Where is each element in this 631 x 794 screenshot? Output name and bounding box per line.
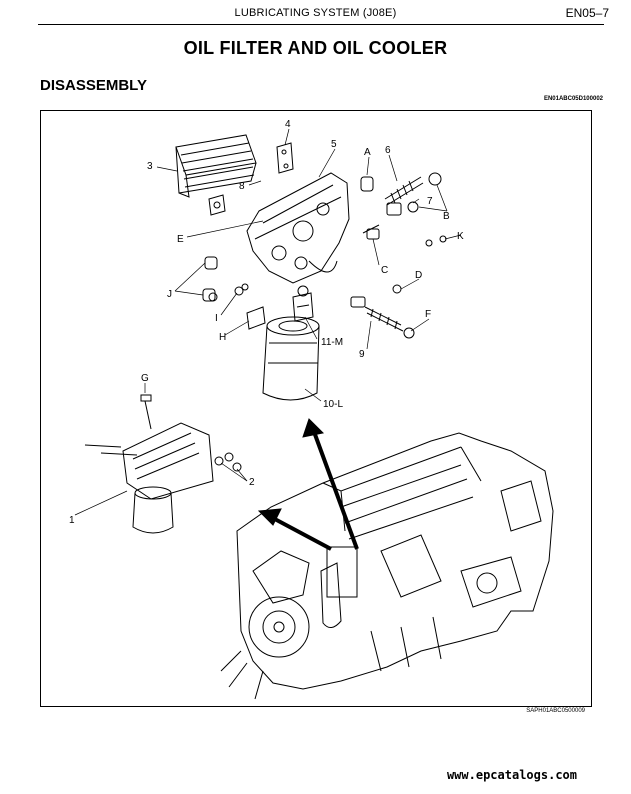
direction-arrows: [257, 418, 359, 551]
callout-9: 9: [359, 349, 365, 360]
relief-valve-parts: [350, 172, 447, 339]
oil-cooler-case: [246, 172, 350, 284]
callout-2: 2: [249, 477, 255, 488]
callout-3: 3: [147, 161, 153, 172]
callout-8: 8: [239, 181, 245, 192]
engine-assembly-illustration: [220, 432, 554, 700]
callout-k: K: [457, 231, 464, 242]
callout-a: A: [364, 147, 371, 158]
bypass-valve: [292, 285, 314, 322]
document-code: EN01ABC05D100002: [543, 96, 603, 102]
callout-c: C: [381, 265, 388, 276]
callout-f: F: [425, 309, 431, 320]
header-page-number: EN05–7: [565, 6, 609, 20]
cooler-gasket: [208, 194, 226, 216]
figure-code: SAPH01ABC0500009: [526, 708, 585, 714]
callout-1: 1: [69, 515, 75, 526]
oil-filter-element: [262, 316, 320, 401]
callout-j: J: [167, 289, 172, 300]
callout-4: 4: [285, 119, 291, 130]
page-title: OIL FILTER AND OIL COOLER: [183, 38, 448, 58]
section-heading: DISASSEMBLY: [40, 77, 147, 94]
oil-filter-assembly: [84, 394, 242, 534]
footer-watermark-url: www.epcatalogs.com: [446, 768, 577, 782]
figure-frame: 3 4 5 A 6 8 7 B E K C D J F I H 11-M 9 1…: [40, 110, 592, 707]
callout-10l: 10-L: [323, 399, 343, 410]
callout-i: I: [215, 313, 218, 324]
plugs-and-seals: [202, 256, 266, 330]
exploded-view-diagram: 3 4 5 A 6 8 7 B E K C D J F I H 11-M 9 1…: [69, 119, 554, 700]
callout-g: G: [141, 373, 149, 384]
callout-d: D: [415, 270, 422, 281]
gasket-4: [276, 142, 294, 174]
header-divider: [38, 24, 604, 25]
oil-cooler-element: [175, 134, 257, 198]
callout-5: 5: [331, 139, 337, 150]
callout-h: H: [219, 332, 226, 343]
callout-11m: 11-M: [321, 337, 343, 348]
callout-b: B: [443, 211, 450, 222]
callout-6: 6: [385, 145, 391, 156]
callout-7: 7: [427, 196, 433, 207]
header-section-title: LUBRICATING SYSTEM (J08E): [234, 7, 397, 19]
leader-lines: [74, 128, 462, 516]
callout-e: E: [177, 234, 184, 245]
